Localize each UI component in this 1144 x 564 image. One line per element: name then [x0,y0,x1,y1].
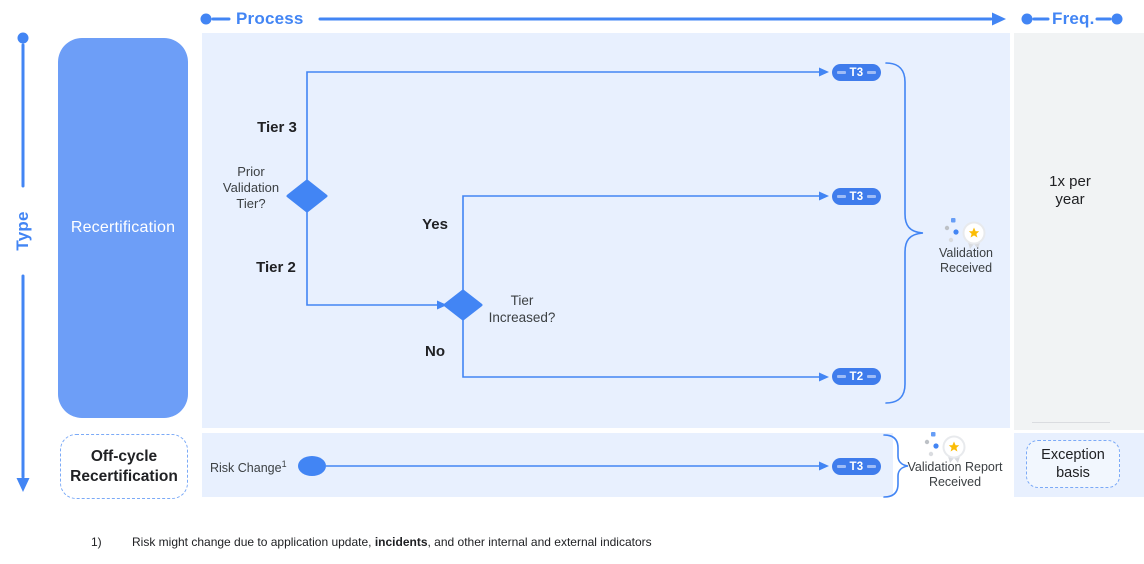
footnote-text-after: , and other internal and external indica… [427,535,652,549]
decision-label-tier-increased: Tier Increased? [488,293,556,325]
frequency-value-exception: Exception basis [1041,447,1105,481]
process-axis-label: Process [236,9,304,28]
frequency-value-exception-box: Exception basis [1026,440,1120,488]
off-cycle-row-box: Off-cycle Recertification [60,434,188,499]
type-axis [16,32,30,492]
footnote-text-before: Risk might change due to application upd… [132,535,375,549]
type-axis-arrowhead [16,478,30,492]
frequency-axis-label: Freq. [1052,9,1095,28]
branch-label-no: No [425,343,445,360]
frequency-value-yearly: 1x per year [1049,173,1091,208]
footnote-text-bold: incidents [374,535,428,549]
process-panel-recertification [202,33,1010,428]
footnote-marker: 1) [91,535,102,549]
risk-change-footnote-ref: 1 [281,459,287,469]
tier-pill-t2-bottom: T2 [832,368,881,385]
frequency-panel-divider [1032,422,1110,423]
validation-report-received-label: Validation Report Received [907,460,1003,489]
branch-label-tier3: Tier 3 [257,119,297,136]
footnote-text: Risk might change due to application upd… [132,535,652,549]
tier-pill-t3-top: T3 [832,64,881,81]
risk-change-text: Risk Change [210,461,282,476]
recertification-row-box: Recertification [58,38,188,418]
process-panel-off-cycle [202,433,893,497]
decision-label-prior-validation-tier: Prior Validation Tier? [222,164,280,211]
process-axis [200,12,1006,26]
tier-pill-t3-off-cycle: T3 [832,458,881,475]
off-cycle-row-label: Off-cycle Recertification [70,447,178,485]
recertification-row-label: Recertification [70,219,176,236]
branch-label-yes: Yes [422,216,448,233]
branch-label-tier2: Tier 2 [256,259,296,276]
frequency-panel [1014,33,1144,430]
risk-change-label: Risk Change1 [210,459,296,475]
process-axis-arrowhead [992,12,1006,26]
tier-pill-t3-middle: T3 [832,188,881,205]
type-axis-label: Type [13,211,32,251]
validation-received-label: Validation Received [939,246,993,275]
validation-report-badge-icon [923,431,966,464]
